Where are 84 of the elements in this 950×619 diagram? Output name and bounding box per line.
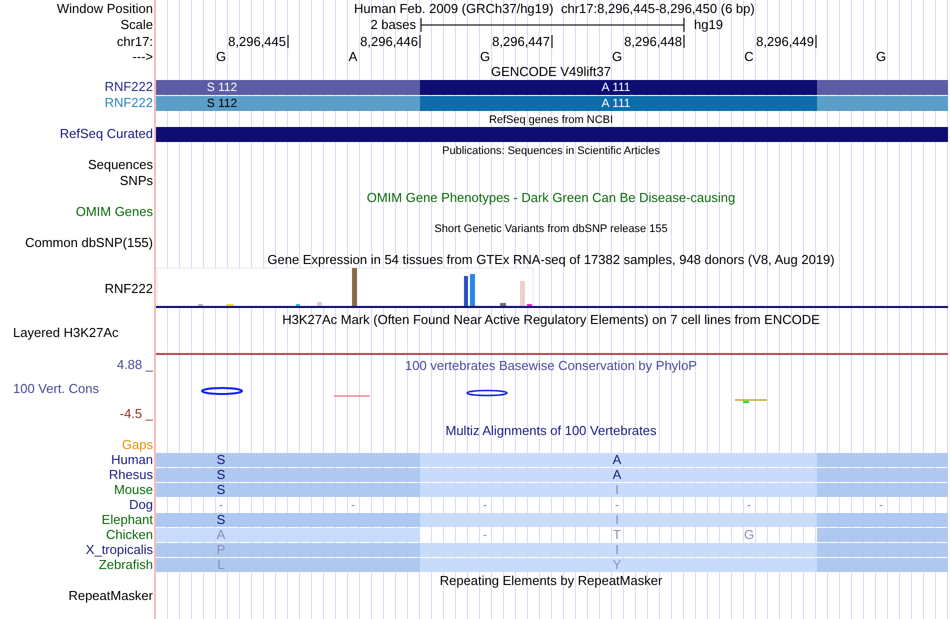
track-label: RNF222 (104, 281, 153, 297)
aligned-residue: S (216, 452, 226, 468)
track-title: Multiz Alignments of 100 Vertebrates (446, 423, 656, 439)
position-label: 8,296,445 (228, 34, 286, 50)
track-title: Gene Expression in 54 tissues from GTEx RNA-seq of 17382 samples, 948 donors (V8, Aug 2019) (267, 252, 835, 268)
codon-label: S 112 (206, 96, 238, 111)
header-text: Human Feb. 2009 (GRCh37/hg19) (354, 1, 554, 17)
track-title: Publications: Sequences in Scientific Articles (442, 144, 660, 159)
exon-segment (156, 96, 420, 111)
axis-label: 4.88 _ (116, 357, 153, 373)
track-label: OMIM Genes (76, 204, 153, 220)
track-label: Layered H3K27Ac (13, 325, 119, 341)
species-label: Rhesus (108, 467, 153, 483)
track-label: RNF222 (104, 79, 153, 95)
base-letter: G (216, 49, 226, 65)
exon-segment (420, 80, 817, 95)
base-letter: A (348, 49, 358, 65)
aligned-residue: T (613, 527, 621, 543)
gap-mark: - (350, 497, 356, 513)
aligned-residue: S (216, 482, 226, 498)
species-label: X_tropicalis (86, 542, 153, 558)
base-letter: G (612, 49, 622, 65)
species-label: Dog (129, 497, 153, 513)
codon-label: S 112 (206, 80, 238, 95)
track-label: chr17: (116, 34, 153, 50)
track-label: RNF222 (104, 95, 153, 111)
base-letter: G (480, 49, 490, 65)
exon-segment (420, 96, 817, 111)
position-label: 8,296,448 (624, 34, 682, 50)
aligned-residue: L (217, 557, 225, 573)
track-label: ---> (132, 49, 153, 65)
aligned-residue: A (612, 467, 622, 483)
position-label: 8,296,446 (360, 34, 418, 50)
gap-mark: - (614, 497, 620, 513)
track-label: Scale (120, 17, 153, 33)
aligned-residue: G (744, 527, 754, 543)
scale-label: hg19 (694, 17, 723, 33)
aligned-residue: P (216, 542, 226, 558)
header-text: chr17:8,296,445-8,296,450 (6 bp) (561, 1, 755, 17)
track-label: RefSeq Curated (60, 126, 153, 142)
track-label: Gaps (122, 437, 153, 453)
track-title: Short Genetic Variants from dbSNP release 155 (434, 222, 668, 237)
aligned-residue: A (216, 527, 226, 543)
base-letter: G (876, 49, 886, 65)
aligned-residue: I (615, 482, 619, 498)
track-title: RefSeq genes from NCBI (488, 113, 614, 128)
track-title: OMIM Gene Phenotypes - Dark Green Can Be Disease-causing (366, 190, 736, 206)
codon-label: A 111 (602, 80, 630, 95)
track-label: Sequences (88, 157, 153, 173)
species-label: Elephant (102, 512, 153, 528)
gap-mark: - (482, 527, 488, 543)
gene-bar (156, 127, 948, 142)
gap-mark: - (218, 497, 224, 513)
species-label: Mouse (114, 482, 153, 498)
species-label: Chicken (106, 527, 153, 543)
aligned-residue: A (612, 452, 622, 468)
gap-mark: - (878, 497, 884, 513)
species-label: Zebrafish (98, 557, 153, 573)
track-title: GENCODE V49lift37 (491, 64, 611, 80)
exon-segment (156, 80, 420, 95)
gene-bar (817, 96, 948, 111)
aligned-residue: Y (612, 557, 622, 573)
base-letter: C (744, 49, 754, 65)
track-title: 100 vertebrates Basewise Conservation by PhyloP (405, 358, 697, 374)
aligned-residue: I (615, 542, 619, 558)
aligned-residue: I (615, 512, 619, 528)
gene-bar (817, 80, 948, 95)
track-title: Repeating Elements by RepeatMasker (440, 573, 662, 589)
species-label: Human (111, 452, 153, 468)
gap-mark: - (746, 497, 752, 513)
track-label: Common dbSNP(155) (25, 235, 153, 251)
codon-label: A 111 (602, 96, 630, 111)
track-label: Window Position (56, 1, 153, 17)
track-label: RepeatMasker (68, 588, 153, 604)
scale-label: 2 bases (370, 17, 416, 33)
aligned-residue: S (216, 512, 226, 528)
position-label: 8,296,449 (756, 34, 814, 50)
track-label: 100 Vert. Cons (13, 381, 99, 397)
position-label: 8,296,447 (492, 34, 550, 50)
aligned-residue: S (216, 467, 226, 483)
gap-mark: - (482, 497, 488, 513)
track-title: H3K27Ac Mark (Often Found Near Active Regulatory Elements) on 7 cell lines from ENCODE (282, 312, 820, 328)
track-label: SNPs (120, 173, 153, 189)
axis-label: -4.5 _ (120, 406, 153, 422)
